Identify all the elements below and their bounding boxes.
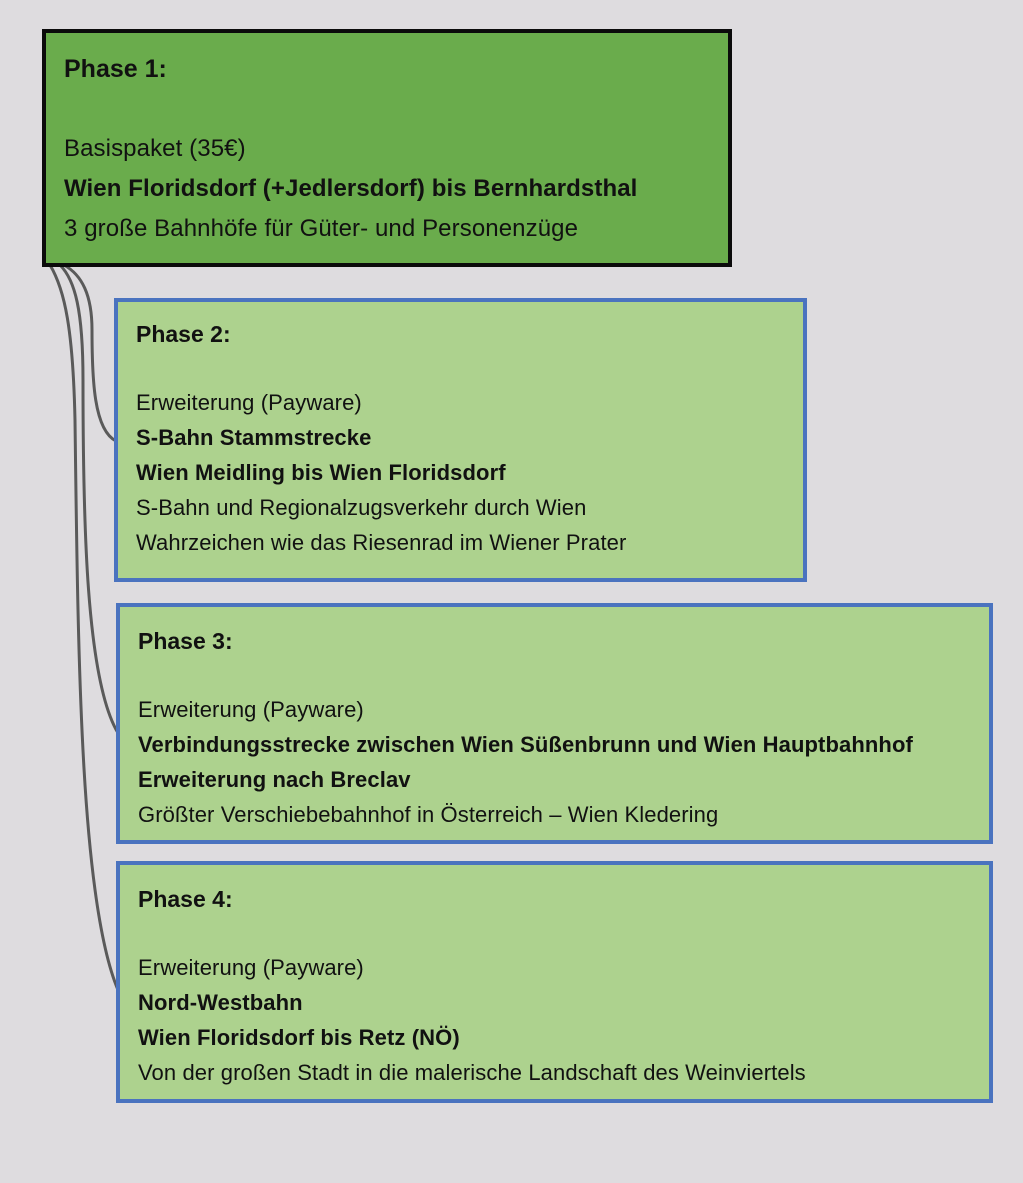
phase-2-box: Phase 2: Erweiterung (Payware) S-Bahn St… — [114, 298, 807, 582]
phase-line: Wien Floridsdorf bis Retz (NÖ) — [138, 1025, 460, 1050]
connector-phase1-to-phase4 — [48, 264, 120, 991]
phase-title: Phase 3: — [138, 628, 233, 654]
phase-line: S-Bahn Stammstrecke — [136, 425, 372, 450]
phase-line: Erweiterung (Payware) — [138, 955, 364, 980]
phase-3-box: Phase 3: Erweiterung (Payware) Verbindun… — [116, 603, 993, 844]
phase-line: Wahrzeichen wie das Riesenrad im Wiener … — [136, 530, 627, 555]
phase-line: S-Bahn und Regionalzugsverkehr durch Wie… — [136, 495, 587, 520]
phase-line: Verbindungsstrecke zwischen Wien Süßenbr… — [138, 732, 913, 757]
phase-title: Phase 1: — [64, 55, 167, 83]
phase-title: Phase 2: — [136, 321, 231, 347]
phase-line: Größter Verschiebebahnhof in Österreich … — [138, 802, 719, 827]
phase-line: Erweiterung (Payware) — [138, 697, 364, 722]
connector-phase1-to-phase2 — [63, 263, 117, 443]
connector-phase1-to-phase3 — [58, 263, 120, 734]
phase-line: Nord-Westbahn — [138, 990, 303, 1015]
phase-1-box: Phase 1: Basispaket (35€) Wien Floridsdo… — [42, 29, 732, 267]
phase-line: Wien Floridsdorf (+Jedlersdorf) bis Bern… — [64, 175, 638, 202]
phase-line: Erweiterung nach Breclav — [138, 767, 411, 792]
phase-4-box: Phase 4: Erweiterung (Payware) Nord-West… — [116, 861, 993, 1103]
phase-line: 3 große Bahnhöfe für Güter- und Personen… — [64, 215, 579, 242]
phase-line: Basispaket (35€) — [64, 135, 246, 162]
phase-title: Phase 4: — [138, 886, 233, 912]
phase-line: Von der großen Stadt in die malerische L… — [138, 1060, 806, 1085]
phase-line: Wien Meidling bis Wien Floridsdorf — [136, 460, 506, 485]
phase-line: Erweiterung (Payware) — [136, 390, 362, 415]
